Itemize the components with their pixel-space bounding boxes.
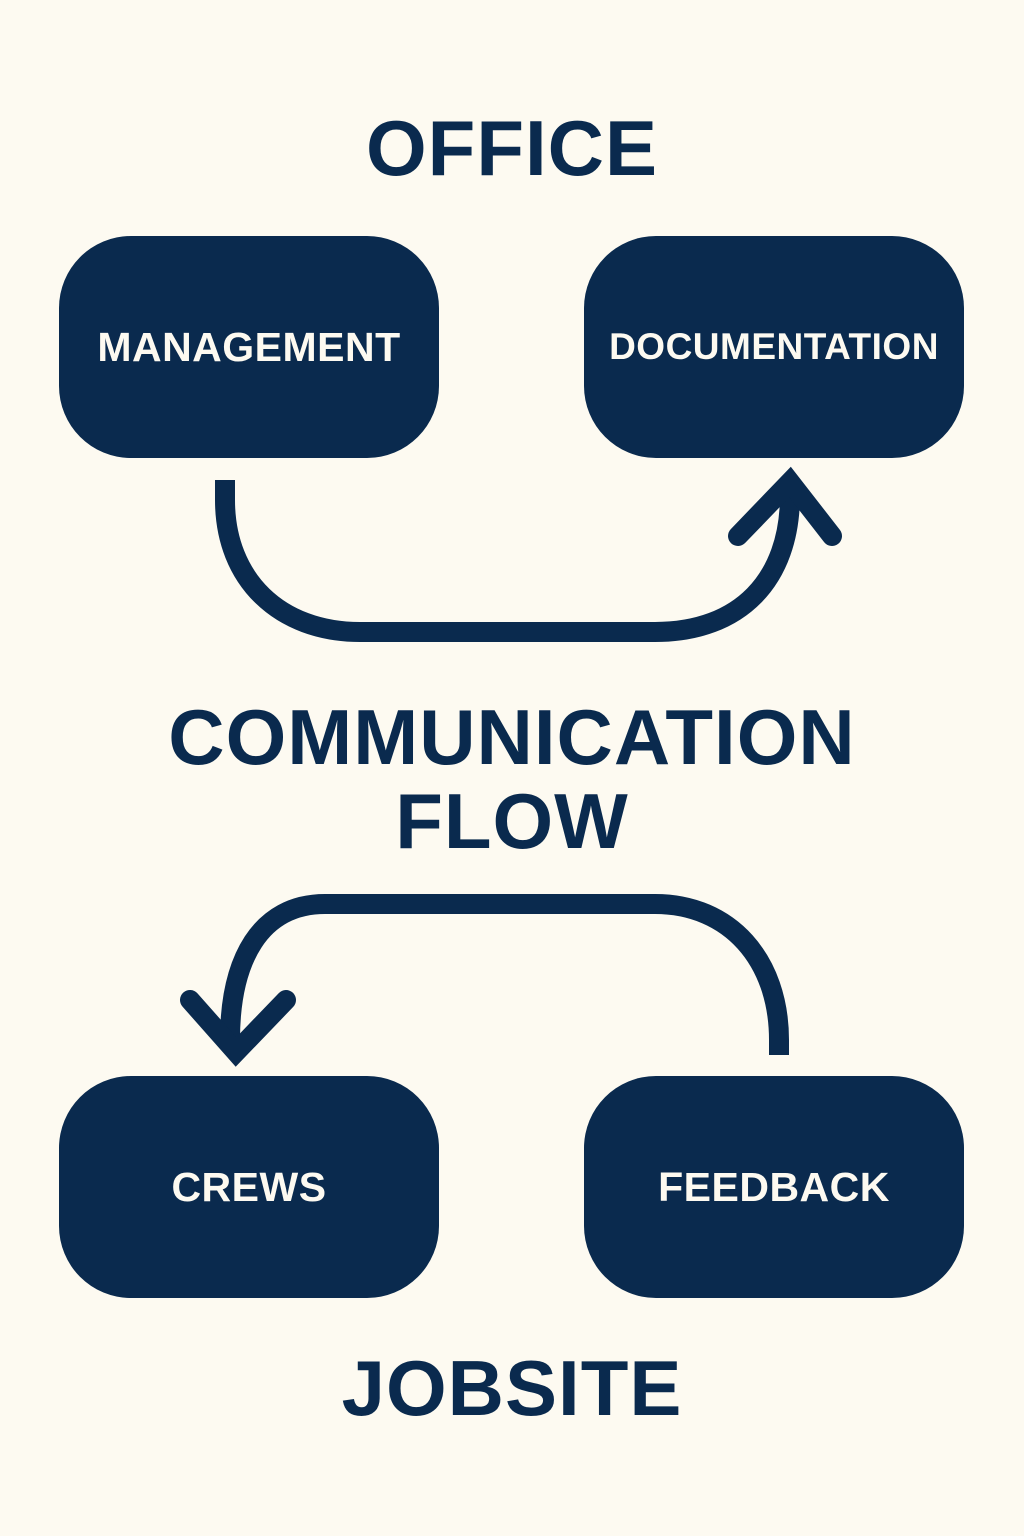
feedback-node: FEEDBACK — [584, 1076, 964, 1298]
jobsite-heading: JOBSITE — [341, 1344, 683, 1432]
arrow-feedback-to-crews — [220, 894, 789, 1055]
arrowhead-up-icon — [728, 466, 842, 546]
title-line-2: FLOW — [395, 777, 629, 865]
documentation-node: DOCUMENTATION — [584, 236, 964, 458]
title-line-1: COMMUNICATION — [168, 693, 856, 781]
crews-node: CREWS — [59, 1076, 439, 1298]
management-label: MANAGEMENT — [97, 323, 401, 370]
management-node: MANAGEMENT — [59, 236, 439, 458]
crews-label: CREWS — [171, 1163, 327, 1210]
arrow-management-to-documentation — [215, 480, 800, 642]
feedback-label: FEEDBACK — [658, 1163, 890, 1210]
diagram-title: COMMUNICATION FLOW — [0, 695, 1024, 863]
arrowhead-down-icon — [180, 990, 296, 1067]
office-heading: OFFICE — [366, 104, 658, 192]
documentation-label: DOCUMENTATION — [609, 326, 939, 367]
